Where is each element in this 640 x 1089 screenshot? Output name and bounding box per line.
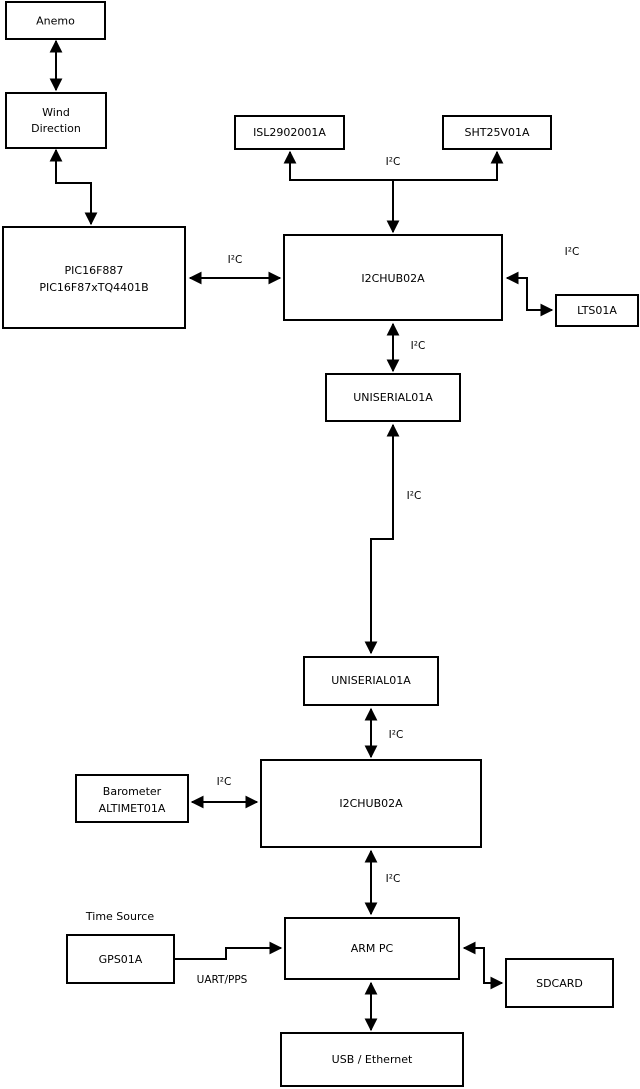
node-uniserial01a-upper-label: UNISERIAL01A — [353, 391, 433, 404]
node-anemo[interactable]: Anemo — [5, 1, 106, 40]
node-sht25v01a[interactable]: SHT25V01A — [442, 115, 552, 150]
node-uniserial01a-upper[interactable]: UNISERIAL01A — [325, 373, 461, 422]
link-hub-isl — [283, 150, 400, 234]
node-wind-direction-label-line2: Direction — [31, 122, 81, 135]
node-i2chub02a-top-label: I2CHUB02A — [361, 272, 425, 285]
node-wind-direction[interactable]: Wind Direction — [5, 92, 107, 149]
node-sht25v01a-label: SHT25V01A — [464, 126, 529, 139]
node-isl2902001a[interactable]: ISL2902001A — [234, 115, 345, 150]
node-lts01a[interactable]: LTS01A — [555, 294, 639, 327]
connection-layer — [49, 39, 554, 1032]
node-uniserial01a-lower[interactable]: UNISERIAL01A — [303, 656, 439, 706]
node-arm-pc[interactable]: ARM PC — [284, 917, 460, 980]
node-anemo-label: Anemo — [36, 15, 75, 28]
node-gps01a[interactable]: GPS01A — [66, 934, 175, 984]
node-isl2902001a-label: ISL2902001A — [253, 126, 326, 139]
free-label-layer: Time Source — [85, 910, 154, 923]
label-time-source: Time Source — [85, 910, 154, 923]
node-barometer-label-line2: ALTIMET01A — [99, 802, 166, 815]
edge-label-i2c-uniserial-hub2: I²C — [389, 729, 404, 741]
node-sdcard[interactable]: SDCARD — [505, 958, 614, 1008]
node-wind-direction-label-line1: Wind — [42, 106, 70, 119]
link-armpc-sdcard — [462, 941, 504, 990]
node-gps01a-label: GPS01A — [99, 953, 143, 966]
edge-label-i2c-hub-uniserial: I²C — [411, 340, 426, 352]
edge-label-uart-pps: UART/PPS — [197, 974, 248, 986]
edge-label-i2c-pic-hub: I²C — [228, 254, 243, 266]
edge-label-i2c-top-sensors: I²C — [386, 156, 401, 168]
edge-label-i2c-hub2-armpc: I²C — [386, 873, 401, 885]
edge-label-i2c-uniserial-link: I²C — [407, 490, 422, 502]
node-pic-label-line1: PIC16F887 — [65, 264, 124, 277]
node-i2chub02a-bottom-label: I2CHUB02A — [339, 797, 403, 810]
node-barometer-label-line1: Barometer — [103, 785, 162, 798]
node-i2chub02a-bottom[interactable]: I2CHUB02A — [260, 759, 482, 848]
node-lts01a-label: LTS01A — [577, 304, 617, 317]
node-arm-pc-label: ARM PC — [351, 942, 394, 955]
node-barometer[interactable]: Barometer ALTIMET01A — [75, 774, 189, 823]
link-uniserial-uniserial — [364, 423, 400, 655]
edge-label-i2c-barometer-hub: I²C — [217, 776, 232, 788]
node-uniserial01a-lower-label: UNISERIAL01A — [331, 674, 411, 687]
edge-label-i2c-hub-lts: I²C — [565, 246, 580, 258]
node-sdcard-label: SDCARD — [536, 977, 583, 990]
node-usb-ethernet[interactable]: USB / Ethernet — [280, 1032, 464, 1087]
node-pic-microcontroller[interactable]: PIC16F887 PIC16F87xTQ4401B — [2, 226, 186, 329]
link-hub-lts — [505, 271, 554, 317]
link-gps-armpc — [174, 941, 283, 960]
node-pic-label-line2: PIC16F87xTQ4401B — [39, 281, 148, 294]
link-wind-pic — [49, 148, 98, 226]
node-usb-ethernet-label: USB / Ethernet — [332, 1053, 413, 1066]
edge-label-layer: I²C I²C I²C I²C I²C I²C I²C I²C UART/PPS — [197, 156, 580, 986]
node-i2chub02a-top[interactable]: I2CHUB02A — [283, 234, 503, 321]
link-hub-sht — [393, 150, 504, 181]
